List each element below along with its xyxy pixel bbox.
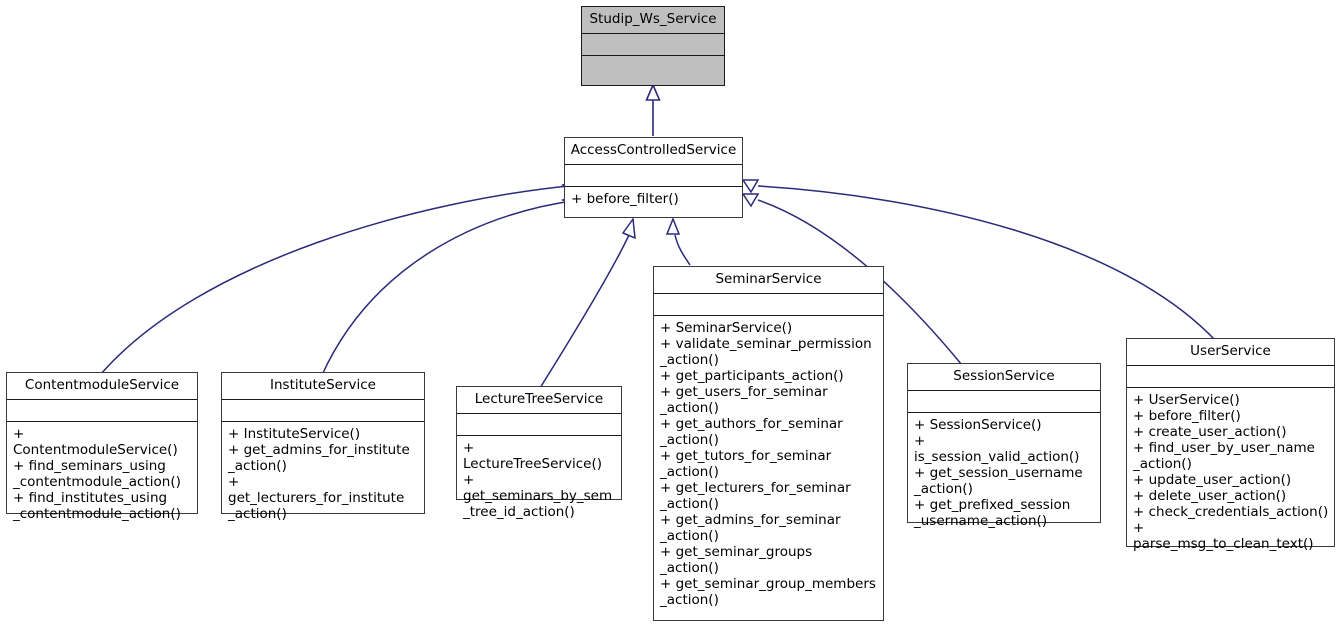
- method-item: + get_admins_for_institute _action(): [228, 442, 410, 474]
- class-methods-institute-service: + InstituteService() + get_admins_for_in…: [222, 422, 424, 527]
- class-name-access-controlled-service: AccessControlledService: [565, 138, 742, 165]
- method-item: + parse_msg_to_clean_text(): [1133, 520, 1314, 552]
- method-item: + delete_user_action(): [1133, 488, 1287, 504]
- method-item: + LectureTreeService(): [463, 440, 602, 472]
- class-attributes-lecture-tree-service: [457, 414, 621, 436]
- method-item: + InstituteService(): [228, 426, 361, 442]
- class-attributes-session-service: [908, 391, 1100, 413]
- method-item: + get_lecturers_for_seminar _action(): [660, 480, 851, 512]
- class-box-session-service[interactable]: SessionService + SessionService() + is_s…: [907, 363, 1101, 529]
- edge-lecture-tree-service-to-access-controlled-service: [539, 216, 636, 389]
- class-box-user-service[interactable]: UserService + UserService() + before_fil…: [1126, 338, 1335, 552]
- class-attributes-studip-ws-service: [582, 34, 724, 56]
- method-item: + check_credentials_action(): [1133, 504, 1329, 520]
- class-box-studip-ws-service[interactable]: Studip_Ws_Service: [581, 6, 725, 86]
- method-item: + before_filter(): [1133, 408, 1241, 424]
- class-name-contentmodule-service: ContentmoduleService: [7, 373, 197, 400]
- method-item: + get_tutors_for_seminar _action(): [660, 448, 832, 480]
- method-item: + ContentmoduleService(): [13, 426, 178, 458]
- class-name-seminar-service: SeminarService: [654, 267, 883, 294]
- class-box-access-controlled-service[interactable]: AccessControlledService + before_filter(…: [564, 137, 743, 218]
- method-item: + get_prefixed_session _username_action(…: [914, 497, 1071, 529]
- edge-contentmodule-service-to-access-controlled-service: [99, 177, 579, 376]
- class-name-session-service: SessionService: [908, 364, 1100, 391]
- class-name-user-service: UserService: [1127, 339, 1334, 366]
- class-name-lecture-tree-service: LectureTreeService: [457, 387, 621, 414]
- method-item: + UserService(): [1133, 392, 1240, 408]
- method-item: + get_session_username _action(): [914, 465, 1083, 497]
- method-item: + get_seminars_by_sem _tree_id_action(): [463, 472, 613, 520]
- class-methods-access-controlled-service: + before_filter(): [565, 187, 742, 217]
- class-attributes-access-controlled-service: [565, 165, 742, 187]
- class-attributes-contentmodule-service: [7, 400, 197, 422]
- method-item: + update_user_action(): [1133, 472, 1292, 488]
- method-item: + get_authors_for_seminar _action(): [660, 416, 843, 448]
- class-methods-user-service: + UserService() + before_filter() + crea…: [1127, 388, 1334, 557]
- class-methods-seminar-service: + SeminarService() + validate_seminar_pe…: [654, 316, 883, 620]
- method-item: + get_lecturers_for_institute _action(): [228, 474, 405, 522]
- class-methods-studip-ws-service: [582, 56, 724, 85]
- class-name-studip-ws-service: Studip_Ws_Service: [582, 7, 724, 34]
- method-item: + create_user_action(): [1133, 424, 1287, 440]
- edge-institute-service-to-access-controlled-service: [321, 192, 579, 376]
- class-box-lecture-tree-service[interactable]: LectureTreeService + LectureTreeService(…: [456, 386, 622, 520]
- class-methods-lecture-tree-service: + LectureTreeService() + get_seminars_by…: [457, 436, 621, 525]
- method-item: + is_session_valid_action(): [914, 433, 1080, 465]
- method-item: + find_seminars_using _contentmodule_act…: [13, 458, 181, 490]
- method-item: + SeminarService(): [660, 320, 793, 336]
- edge-seminar-service-to-access-controlled-service: [665, 216, 691, 266]
- method-item: + before_filter(): [571, 191, 679, 207]
- edge-access-controlled-service-to-studip-ws-service: [645, 82, 661, 136]
- method-item: + get_seminar_groups _action(): [660, 544, 813, 576]
- class-box-contentmodule-service[interactable]: ContentmoduleService + ContentmoduleServ…: [6, 372, 198, 522]
- class-attributes-user-service: [1127, 366, 1334, 388]
- method-item: + SessionService(): [914, 417, 1042, 433]
- method-item: + find_institutes_using _contentmodule_a…: [13, 490, 181, 522]
- method-item: + validate_seminar_permission _action(): [660, 336, 872, 368]
- class-methods-session-service: + SessionService() + is_session_valid_ac…: [908, 413, 1100, 534]
- class-box-seminar-service[interactable]: SeminarService + SeminarService() + vali…: [653, 266, 884, 621]
- method-item: + get_participants_action(): [660, 368, 844, 384]
- class-name-institute-service: InstituteService: [222, 373, 424, 400]
- method-item: + get_admins_for_seminar _action(): [660, 512, 841, 544]
- method-item: + find_user_by_user_name _action(): [1133, 440, 1315, 472]
- class-methods-contentmodule-service: + ContentmoduleService() + find_seminars…: [7, 422, 197, 527]
- method-item: + get_seminar_group_members _action(): [660, 576, 876, 608]
- method-item: + get_users_for_seminar _action(): [660, 384, 828, 416]
- class-box-institute-service[interactable]: InstituteService + InstituteService() + …: [221, 372, 425, 522]
- class-attributes-seminar-service: [654, 294, 883, 316]
- class-attributes-institute-service: [222, 400, 424, 422]
